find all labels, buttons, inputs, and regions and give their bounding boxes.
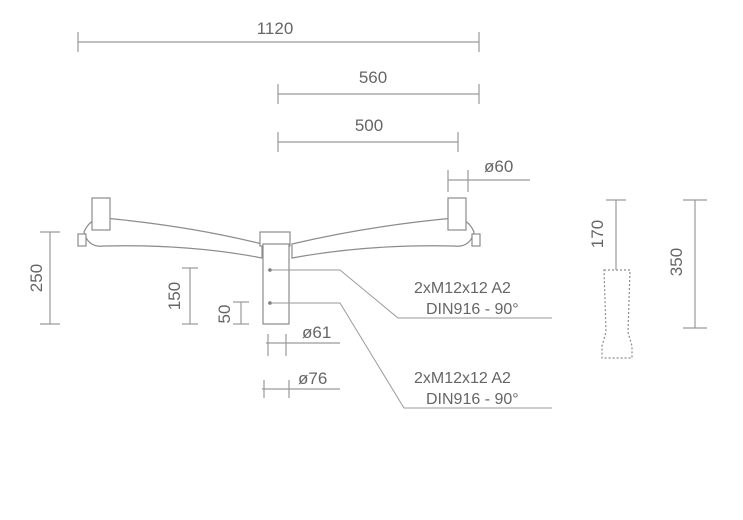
central-socket <box>262 243 290 325</box>
socket-height-label: 150 <box>165 282 184 310</box>
right-end-cap <box>471 233 481 247</box>
right-spigot <box>447 197 467 231</box>
dimension-spigot-diameter: ø60 <box>447 157 530 192</box>
left-end-cap <box>77 233 87 247</box>
inner-diameter-label: ø61 <box>302 323 331 342</box>
right-arm <box>291 217 475 259</box>
total-height-label: 250 <box>27 264 46 292</box>
lower-screw-callout: 2xM12x12 A2 DIN916 - 90° <box>270 302 552 409</box>
dimension-adapter-height: 170 <box>588 199 626 270</box>
dimension-bolt-offset: 50 <box>215 301 249 325</box>
half-width-label: 560 <box>359 68 387 87</box>
upper-screw-note-line1: 2xM12x12 A2 <box>414 280 511 297</box>
dimension-half-width: 560 <box>277 68 480 104</box>
dimension-arm-length: 500 <box>277 116 459 152</box>
left-arm <box>83 217 263 259</box>
upper-screw-note-line2: DIN916 - 90° <box>426 301 519 318</box>
spigot-diameter-label: ø60 <box>484 157 513 176</box>
bolt-offset-label: 50 <box>215 305 234 324</box>
lower-screw-note-line2: DIN916 - 90° <box>426 391 519 408</box>
dimension-adapter-total-height: 350 <box>667 199 707 329</box>
upper-screw-callout: 2xM12x12 A2 DIN916 - 90° <box>270 269 552 319</box>
left-spigot <box>91 197 111 231</box>
adapter-body <box>601 269 633 359</box>
dimension-overall-width: 1120 <box>77 19 480 52</box>
adapter-height-label: 170 <box>588 220 607 248</box>
dimension-inner-diameter: ø61 <box>266 323 340 356</box>
adapter-side-view <box>601 269 633 359</box>
double-arm-bracket <box>77 197 481 325</box>
dimension-total-height: 250 <box>27 231 60 325</box>
lower-screw-note-line1: 2xM12x12 A2 <box>414 370 511 387</box>
dimension-outer-diameter: ø76 <box>262 369 340 398</box>
overall-width-label: 1120 <box>257 19 294 38</box>
dimension-socket-height: 150 <box>165 267 198 325</box>
arm-length-label: 500 <box>355 116 383 135</box>
outer-diameter-label: ø76 <box>298 369 327 388</box>
adapter-total-height-label: 350 <box>667 248 686 276</box>
